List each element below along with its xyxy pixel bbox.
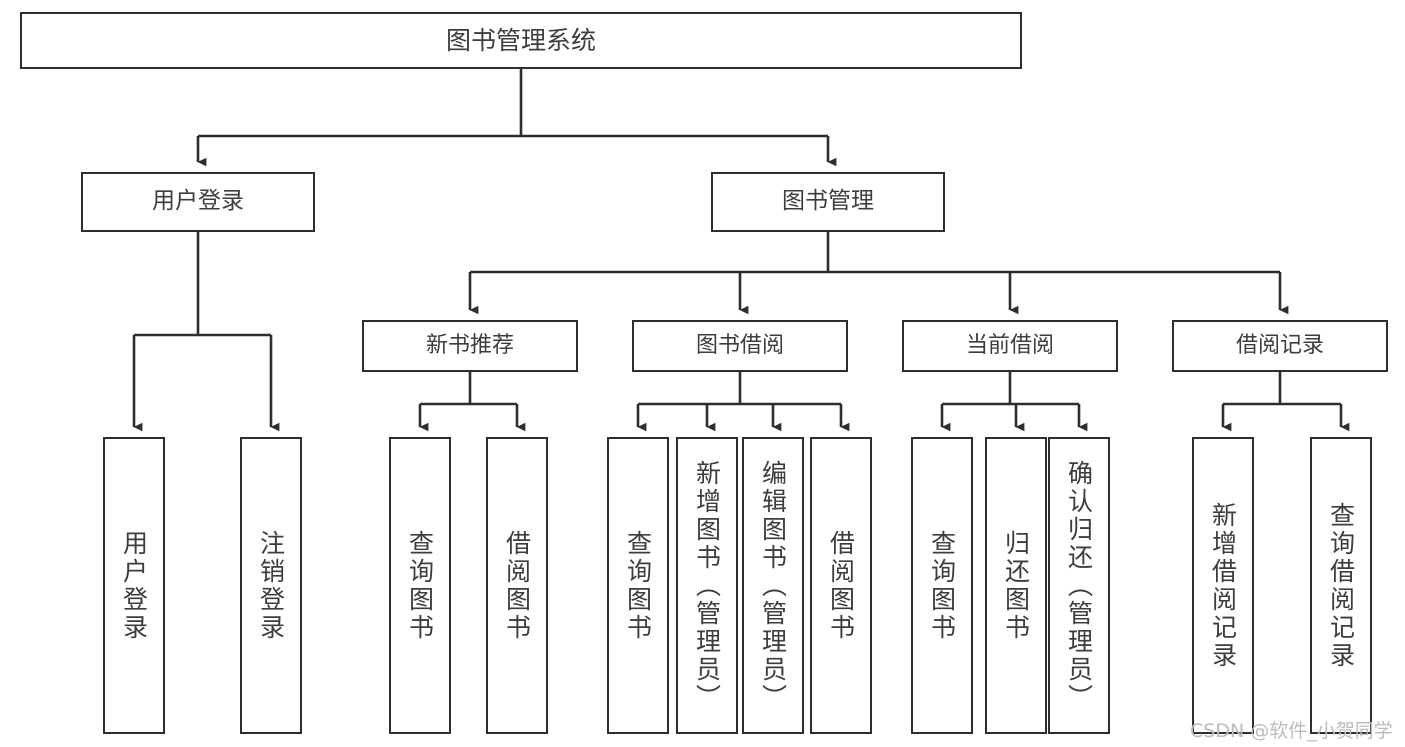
node-leaf-confirm-return-label: 确认归还（管理员） <box>1064 459 1094 712</box>
node-leaf-confirm-return[interactable]: 确认归还（管理员） <box>1048 437 1110 734</box>
connector-bookborrow-to-leaves <box>636 372 850 432</box>
node-leaf-add-book[interactable]: 新增图书（管理员） <box>676 437 738 734</box>
node-leaf-add-record[interactable]: 新增借阅记录 <box>1192 437 1254 734</box>
node-leaf-user-login-label: 用户登录 <box>119 529 149 642</box>
node-leaf-query-record-label: 查询借阅记录 <box>1326 501 1356 670</box>
node-leaf-query-book-3[interactable]: 查询图书 <box>911 437 973 734</box>
node-book-borrow-label: 图书借阅 <box>695 333 784 359</box>
node-root-label: 图书管理系统 <box>445 25 596 55</box>
connector-bookmanage-to-level2 <box>468 232 1289 315</box>
node-leaf-edit-book[interactable]: 编辑图书（管理员） <box>742 437 804 734</box>
node-leaf-return-book[interactable]: 归还图书 <box>985 437 1047 734</box>
node-borrow-record-label: 借阅记录 <box>1235 333 1324 359</box>
node-user-login-label: 用户登录 <box>152 188 244 215</box>
connector-currentborrow-to-leaves <box>940 372 1088 432</box>
node-current-borrow-label: 当前借阅 <box>965 333 1054 359</box>
node-leaf-add-book-label: 新增图书（管理员） <box>692 459 722 712</box>
node-leaf-edit-book-label: 编辑图书（管理员） <box>758 459 788 712</box>
node-leaf-query-book-1-label: 查询图书 <box>405 529 435 642</box>
node-leaf-user-logout[interactable]: 注销登录 <box>240 437 302 734</box>
node-book-borrow[interactable]: 图书借阅 <box>632 320 848 372</box>
node-leaf-borrow-book-1-label: 借阅图书 <box>502 529 532 642</box>
connector-userlogin-to-leaves <box>132 232 280 432</box>
node-book-manage-label: 图书管理 <box>782 188 874 215</box>
connector-newbook-to-leaves <box>418 372 526 432</box>
connector-root-to-level1 <box>196 69 837 167</box>
node-leaf-add-record-label: 新增借阅记录 <box>1208 501 1238 670</box>
node-leaf-borrow-book-1[interactable]: 借阅图书 <box>486 437 548 734</box>
node-borrow-record[interactable]: 借阅记录 <box>1172 320 1388 372</box>
node-new-book-recommend-label: 新书推荐 <box>425 333 514 359</box>
node-leaf-user-logout-label: 注销登录 <box>256 529 286 642</box>
node-current-borrow[interactable]: 当前借阅 <box>902 320 1118 372</box>
node-leaf-query-book-2-label: 查询图书 <box>623 529 653 642</box>
node-new-book-recommend[interactable]: 新书推荐 <box>362 320 578 372</box>
node-leaf-user-login[interactable]: 用户登录 <box>103 437 165 734</box>
node-leaf-query-book-3-label: 查询图书 <box>927 529 957 642</box>
node-user-login[interactable]: 用户登录 <box>81 172 315 232</box>
node-leaf-query-book-1[interactable]: 查询图书 <box>389 437 451 734</box>
node-leaf-query-record[interactable]: 查询借阅记录 <box>1310 437 1372 734</box>
node-root[interactable]: 图书管理系统 <box>20 12 1022 69</box>
node-leaf-borrow-book-2[interactable]: 借阅图书 <box>810 437 872 734</box>
connector-borrowrecord-to-leaves <box>1221 372 1350 432</box>
node-book-manage[interactable]: 图书管理 <box>711 172 945 232</box>
node-leaf-query-book-2[interactable]: 查询图书 <box>607 437 669 734</box>
node-leaf-borrow-book-2-label: 借阅图书 <box>826 529 856 642</box>
node-leaf-return-book-label: 归还图书 <box>1001 529 1031 642</box>
